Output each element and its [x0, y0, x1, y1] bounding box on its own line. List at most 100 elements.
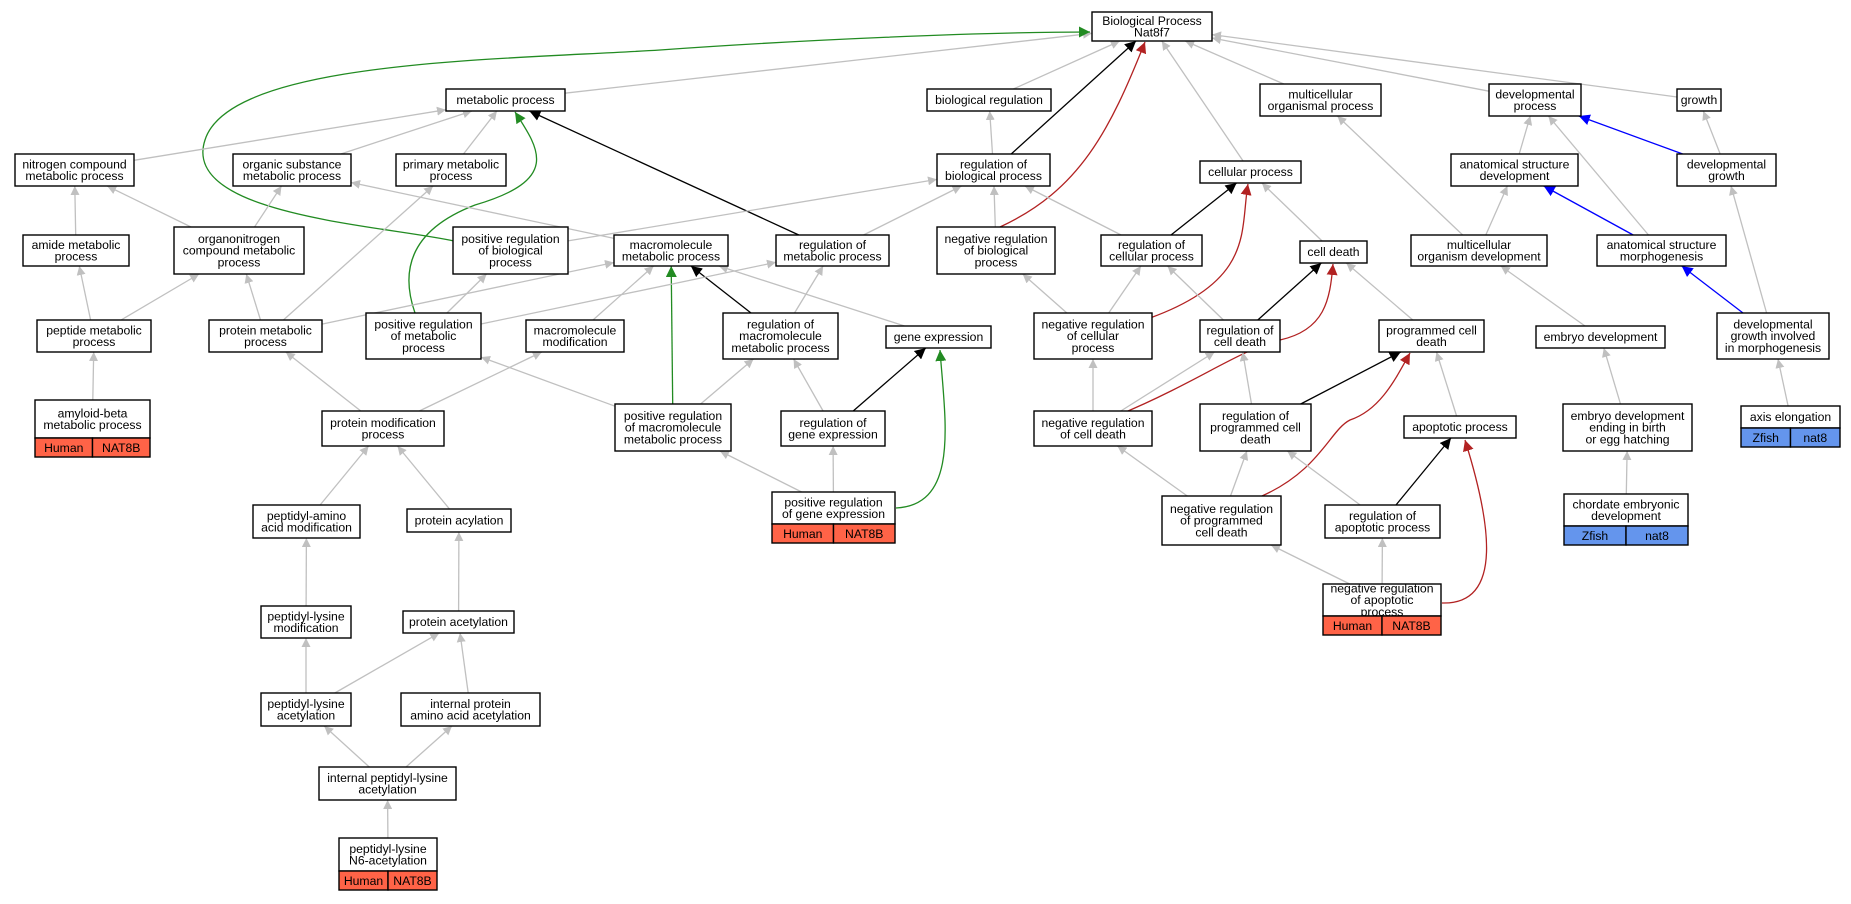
- term-box: [365, 312, 482, 360]
- term-node-ap[interactable]: apoptotic process: [1403, 415, 1517, 439]
- term-box: [36, 319, 152, 353]
- edge-nrcp-to-cp: [1149, 183, 1252, 319]
- term-box: [1563, 493, 1689, 527]
- term-label-line: positive regulation: [374, 317, 472, 331]
- term-label-line: acetylation: [277, 709, 335, 723]
- term-label-line: protein metabolic: [219, 323, 312, 337]
- term-label-line: acetylation: [358, 783, 416, 797]
- edge-gr-to-bp: [1211, 31, 1678, 98]
- edge-rap-to-ap: [1395, 437, 1452, 506]
- term-box: [395, 153, 507, 187]
- term-box: [936, 153, 1051, 187]
- term-label-line: positive regulation: [784, 495, 882, 509]
- term-label-line: embryo development: [1544, 330, 1658, 344]
- term-label-line: macromolecule: [630, 238, 713, 252]
- edge-mmp-to-osmp: [350, 179, 615, 240]
- gene-tag-cell: [387, 870, 438, 891]
- term-node-pacet[interactable]: protein acetylation: [402, 610, 515, 634]
- term-node-cp[interactable]: cellular process: [1199, 160, 1302, 184]
- term-node-ed[interactable]: embryo development: [1535, 325, 1666, 349]
- term-node-gr[interactable]: growth: [1676, 88, 1722, 112]
- term-box: [936, 226, 1056, 275]
- edge-rmp-to-rbp: [863, 185, 962, 236]
- term-label-line: protein acylation: [415, 514, 504, 528]
- edge-prge-to-prmmp: [719, 450, 802, 493]
- term-label-line: multicellular: [1447, 238, 1511, 252]
- edge-prbp-to-bp: [202, 26, 1091, 242]
- term-node-mp[interactable]: metabolic process: [445, 88, 566, 112]
- term-label-line: gene expression: [788, 428, 877, 442]
- term-label-line: process: [430, 169, 473, 183]
- edge-prmp-to-rmp: [480, 259, 777, 325]
- term-label-line: internal protein: [430, 697, 511, 711]
- term-label-line: modification: [542, 335, 607, 349]
- term-label-line: metabolic process: [622, 250, 720, 264]
- edge-rbp-to-breg: [985, 110, 995, 155]
- term-box: [406, 508, 512, 533]
- edge-pepmp-to-ocmp: [120, 273, 200, 321]
- term-label-line: process: [1072, 341, 1115, 355]
- edge-protmp-to-pmp1: [282, 185, 434, 321]
- edge-pmodp-to-mmod: [419, 351, 543, 412]
- term-label-line: metabolic process: [456, 93, 554, 107]
- term-label-line: process: [73, 335, 116, 349]
- term-node-pacyl[interactable]: protein acylation: [406, 508, 512, 533]
- term-node-ge[interactable]: gene expression: [885, 325, 992, 349]
- term-box: [252, 504, 361, 539]
- term-label-line: programmed cell: [1210, 421, 1301, 435]
- term-label-line: of programmed: [1180, 514, 1263, 528]
- edge-rcd-to-cd: [1257, 262, 1322, 321]
- term-label-line: regulation of: [1118, 238, 1186, 252]
- term-node-cd[interactable]: cell death: [1299, 240, 1368, 264]
- edge-prmmp-to-rmmp: [700, 358, 754, 405]
- term-node-breg[interactable]: biological regulation: [926, 88, 1052, 112]
- species-label: Human: [783, 527, 822, 541]
